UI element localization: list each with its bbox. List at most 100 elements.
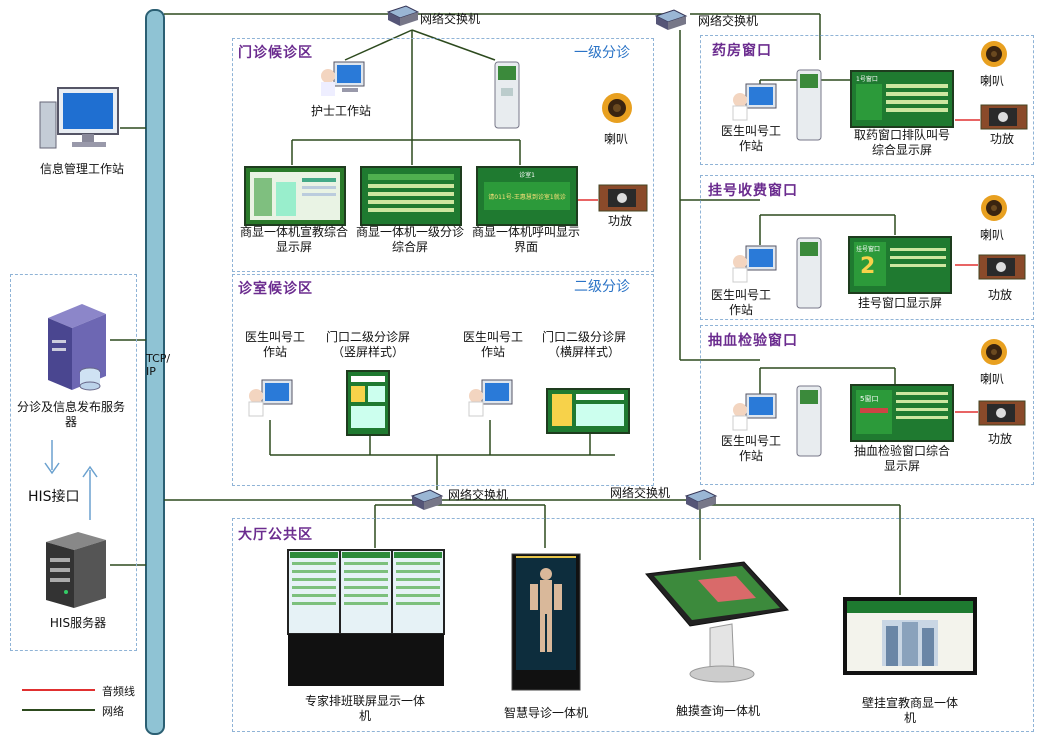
amplifier-outpatient [598, 184, 648, 216]
pharmacy-doctor-label: 医生叫号工作站 [720, 124, 781, 153]
his-interface-label: HIS接口 [28, 489, 80, 505]
doctor-computer-icon [732, 83, 777, 121]
pharmacy-screen-label: 取药窗口排队叫号综合显示屏 [853, 128, 950, 157]
network-switch-icon [410, 489, 444, 510]
speaker-icon [981, 195, 1007, 221]
network-switch-icon [386, 5, 420, 26]
hall-title: 大厅公共区 [238, 527, 313, 543]
touch-query-label: 触摸查询一体机 [675, 704, 760, 718]
amplifier-registration-label: 功放 [988, 288, 1013, 302]
switch-top-left [384, 4, 420, 34]
registration-screen-label: 挂号窗口显示屏 [857, 296, 942, 310]
doctor-computer-icon [468, 379, 513, 417]
backbone-label: TCP/IP [146, 352, 171, 378]
server-icon [48, 304, 106, 391]
his-server-device [40, 530, 110, 614]
registration-screen: 挂号窗口 2 [848, 236, 952, 294]
nurse-computer-icon [321, 61, 365, 96]
nurse-workstation-label: 护士工作站 [310, 104, 371, 118]
amplifier-icon [980, 104, 1028, 130]
speaker-registration [978, 192, 1010, 228]
screen-horizontal [546, 388, 630, 434]
kiosk-registration [794, 236, 824, 316]
hall-zone-frame [232, 518, 1034, 732]
speaker-blood [978, 336, 1010, 372]
amplifier-blood [978, 400, 1026, 430]
info-workstation-device [36, 84, 126, 158]
registration-zone-frame [700, 175, 1034, 320]
switch-top-left-label: 网络交换机 [420, 12, 481, 26]
switch-bottom-left [408, 488, 444, 518]
pharmacy-title: 药房窗口 [712, 43, 772, 59]
blood-screen: 5窗口 [850, 384, 954, 442]
screen-call: 诊室1 请011号-王惠慧到诊室1就诊 [476, 166, 578, 226]
kiosk-outpatient [492, 60, 522, 136]
screen-education-label: 商显一体机宣教综合显示屏 [239, 225, 348, 254]
standing-display-icon [511, 553, 581, 691]
pharmacy-doctor-device [730, 80, 780, 128]
amplifier-icon [978, 254, 1026, 280]
network-switch-icon [684, 489, 718, 510]
self-service-kiosk-icon [796, 237, 822, 309]
video-wall-icon [287, 549, 445, 686]
triage-server-device [42, 300, 112, 399]
smart-guide-label: 智慧导诊一体机 [503, 706, 588, 720]
switch-bottom-right [682, 488, 718, 518]
screen-horizontal-label: 门口二级分诊屏（横屏样式） [541, 330, 626, 359]
screen-vertical-label: 门口二级分诊屏（竖屏样式） [325, 330, 410, 359]
network-switch-icon [654, 9, 688, 30]
legend-network-label: 网络 [102, 705, 124, 718]
clinic-title: 诊室候诊区 [238, 281, 313, 297]
speaker-pharmacy-label: 喇叭 [980, 74, 1005, 88]
switch-top-right-label: 网络交换机 [698, 14, 759, 28]
speaker-outpatient [600, 90, 634, 130]
screen-call-label: 商显一体机呼叫显示界面 [471, 225, 580, 254]
outpatient-title: 门诊候诊区 [238, 45, 313, 61]
registration-screen-number: 2 [860, 254, 876, 279]
registration-screen-tab: 挂号窗口 [856, 246, 881, 253]
amplifier-pharmacy [980, 104, 1028, 134]
clinic-zone-frame [232, 274, 654, 486]
speaker-outpatient-label: 喇叭 [604, 132, 629, 146]
screen-education [244, 166, 346, 226]
doctor2-device [466, 376, 516, 424]
blood-title: 抽血检验窗口 [708, 333, 798, 349]
self-service-kiosk-icon [796, 385, 822, 457]
wall-mounted-display-icon [843, 597, 977, 675]
doctor-computer-icon [732, 393, 777, 431]
smart-guide-display [510, 552, 582, 696]
nurse-workstation-device [318, 58, 368, 104]
kiosk-pharmacy [794, 68, 824, 148]
screen-call-text: 请011号-王惠慧到诊室1就诊 [488, 194, 566, 201]
screen-triage [360, 166, 462, 226]
desktop-computer-icon [39, 87, 119, 149]
wall-display-label: 壁挂宣教商显一体机 [861, 696, 958, 725]
doctor1-device [246, 376, 296, 424]
amplifier-icon [598, 184, 648, 212]
switch-top-right [652, 8, 688, 38]
doctor-computer-icon [248, 379, 293, 417]
speaker-icon [981, 339, 1007, 365]
blood-doctor-device [730, 390, 780, 438]
registration-doctor-device [730, 242, 780, 290]
outpatient-tier: 一级分诊 [574, 45, 630, 61]
legend-audio-label: 音频线 [102, 685, 135, 698]
outpatient-zone-frame [232, 38, 654, 272]
blood-doctor-label: 医生叫号工作站 [720, 434, 781, 463]
screen-vertical [346, 370, 390, 436]
his-server-label: HIS服务器 [49, 616, 107, 630]
registration-title: 挂号收费窗口 [708, 183, 798, 199]
expert-schedule-label: 专家排班联屏显示一体机 [304, 694, 425, 723]
pharmacy-zone-frame [700, 35, 1034, 165]
blood-zone-frame [700, 325, 1034, 485]
self-service-kiosk-icon [796, 69, 822, 141]
screen-triage-label: 商显一体机一级分诊综合屏 [355, 225, 464, 254]
amplifier-pharmacy-label: 功放 [990, 132, 1015, 146]
pharmacy-screen-tab: 1号窗口 [856, 76, 878, 83]
pharmacy-screen: 1号窗口 [850, 70, 954, 128]
self-service-kiosk-icon [494, 61, 520, 129]
speaker-icon [981, 41, 1007, 67]
amplifier-icon [978, 400, 1026, 426]
amplifier-blood-label: 功放 [988, 432, 1013, 446]
switch-bottom-left-label: 网络交换机 [448, 488, 509, 502]
